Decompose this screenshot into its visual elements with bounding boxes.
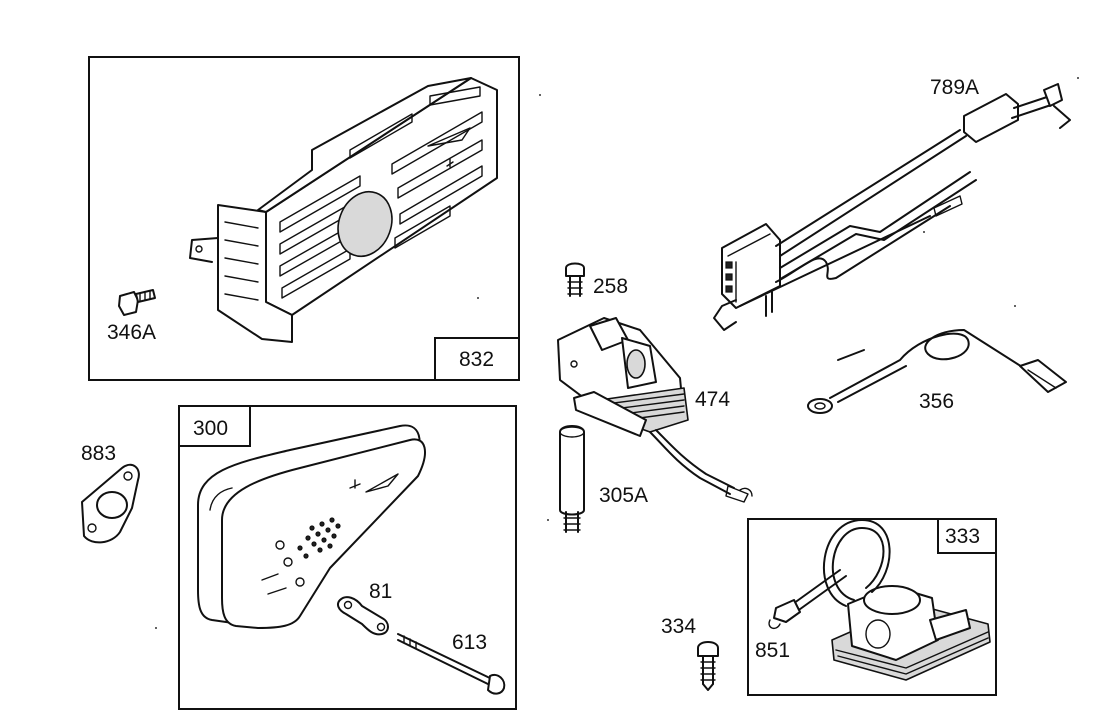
- frame-832: [88, 56, 520, 381]
- label-81: 81: [369, 580, 392, 603]
- label-258: 258: [593, 275, 628, 298]
- label-box-832: [434, 337, 520, 381]
- group-333-armature: 333 851: [747, 518, 997, 696]
- group-334-screw: 334: [661, 615, 719, 691]
- group-258-screw: 258: [565, 262, 628, 298]
- frame-333: [747, 518, 997, 696]
- label-613: 613: [452, 631, 487, 654]
- label-305A: 305A: [599, 484, 648, 507]
- label-box-333: [937, 518, 997, 554]
- label-832: 832: [459, 348, 494, 371]
- label-883: 883: [81, 442, 116, 465]
- muffler-perforations: [297, 517, 341, 559]
- label-333: 333: [945, 525, 980, 548]
- group-789A-harness: 789A: [713, 76, 1071, 331]
- bolt-346A-drawing: [118, 289, 156, 316]
- label-334: 334: [661, 615, 696, 638]
- group-356-ground-wire: 356: [807, 329, 1067, 414]
- group-883-gasket: 883: [81, 442, 140, 544]
- frame-300: [178, 405, 517, 710]
- muffler-guard-drawing: [189, 77, 498, 343]
- group-832-muffler-guard: 832: [88, 56, 520, 381]
- label-851: 851: [755, 639, 790, 662]
- label-300: 300: [193, 417, 228, 440]
- lock-plate-81-drawing: [337, 596, 389, 636]
- group-300-muffler: 300 81: [178, 405, 517, 710]
- label-346A: 346A: [107, 321, 156, 344]
- label-356: 356: [919, 390, 954, 413]
- armature-drawing: [768, 519, 991, 681]
- group-474-module: 474: [557, 317, 753, 503]
- group-305A-stud: 305A: [559, 425, 648, 533]
- label-474: 474: [695, 388, 730, 411]
- label-789A: 789A: [930, 76, 979, 99]
- label-box-300: [178, 405, 251, 447]
- screw-613-drawing: [397, 633, 506, 695]
- scan-specks: [155, 77, 1079, 629]
- muffler-drawing: [197, 424, 426, 629]
